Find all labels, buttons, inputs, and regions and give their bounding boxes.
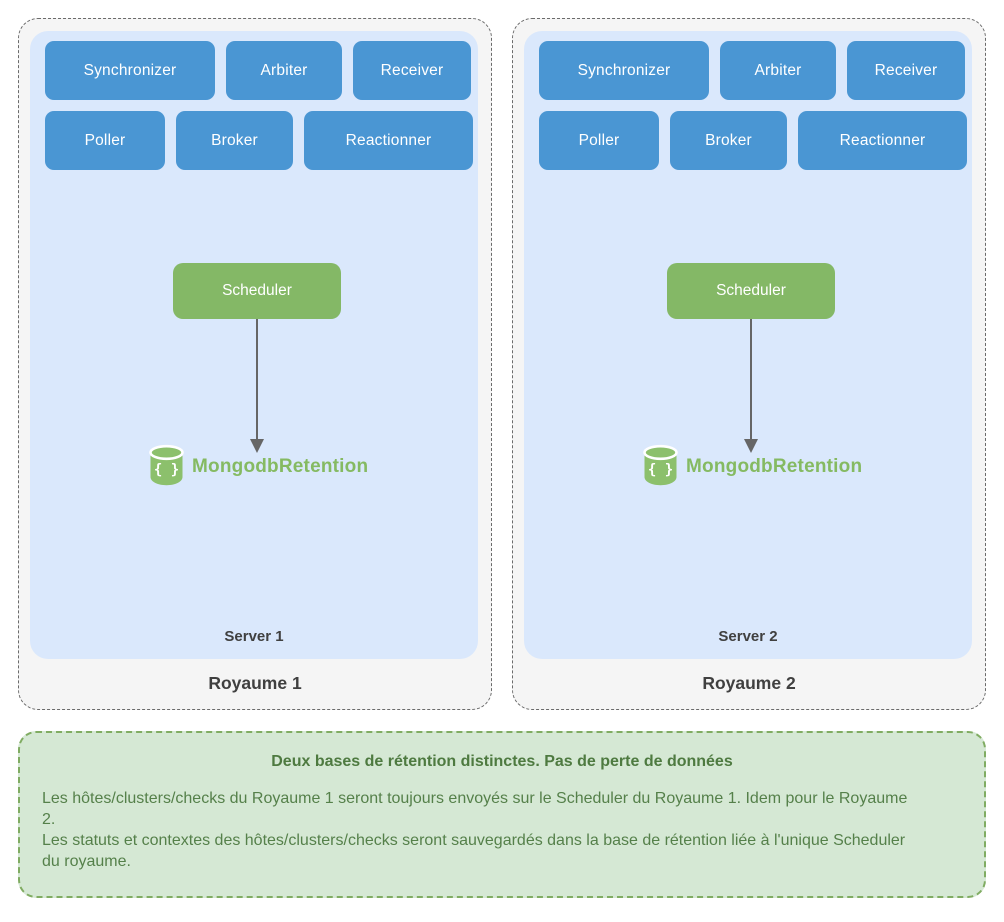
service-synchronizer: Synchronizer (45, 41, 215, 100)
arrow-head-icon (744, 439, 758, 453)
service-synchronizer: Synchronizer (539, 41, 709, 100)
note-line-2: Les statuts et contextes des hôtes/clust… (42, 832, 906, 870)
mongodb-database-icon: { } (148, 444, 185, 491)
service-receiver: Receiver (353, 41, 471, 100)
royaume-2-label: Royaume 2 (702, 672, 796, 693)
royaume-1-container: Synchronizer Arbiter Receiver Poller Bro… (18, 18, 492, 710)
retention-note: Deux bases de rétention distinctes. Pas … (18, 731, 986, 898)
svg-text:{ }: { } (154, 462, 179, 478)
service-receiver: Receiver (847, 41, 965, 100)
note-body: Les hôtes/clusters/checks du Royaume 1 s… (42, 788, 922, 872)
service-reactionner: Reactionner (304, 111, 473, 170)
server-2-label: Server 2 (718, 628, 778, 645)
service-row-2: Poller Broker Reactionner (539, 111, 967, 170)
note-title: Deux bases de rétention distinctes. Pas … (271, 753, 733, 770)
scheduler-box: Scheduler (667, 263, 835, 319)
svg-text:{ }: { } (648, 462, 673, 478)
retention-db-label: MongodbRetention (686, 456, 863, 477)
service-arbiter: Arbiter (226, 41, 342, 100)
server-1-box: Synchronizer Arbiter Receiver Poller Bro… (30, 31, 478, 659)
service-row-1: Synchronizer Arbiter Receiver (45, 41, 471, 100)
service-row-1: Synchronizer Arbiter Receiver (539, 41, 965, 100)
retention-db-label: MongodbRetention (192, 456, 369, 477)
scheduler-to-db-arrow (256, 319, 258, 439)
arrow-head-icon (250, 439, 264, 453)
service-arbiter: Arbiter (720, 41, 836, 100)
scheduler-to-db-arrow (750, 319, 752, 439)
service-reactionner: Reactionner (798, 111, 967, 170)
royaume-1-label: Royaume 1 (208, 672, 302, 693)
retention-db: { } MongodbRetention (148, 444, 369, 491)
note-line-1: Les hôtes/clusters/checks du Royaume 1 s… (42, 790, 908, 828)
server-2-box: Synchronizer Arbiter Receiver Poller Bro… (524, 31, 972, 659)
service-poller: Poller (45, 111, 165, 170)
service-broker: Broker (670, 111, 787, 170)
service-row-2: Poller Broker Reactionner (45, 111, 473, 170)
retention-db: { } MongodbRetention (642, 444, 863, 491)
service-poller: Poller (539, 111, 659, 170)
mongodb-database-icon: { } (642, 444, 679, 491)
scheduler-box: Scheduler (173, 263, 341, 319)
service-broker: Broker (176, 111, 293, 170)
server-1-label: Server 1 (224, 628, 284, 645)
royaume-2-container: Synchronizer Arbiter Receiver Poller Bro… (512, 18, 986, 710)
